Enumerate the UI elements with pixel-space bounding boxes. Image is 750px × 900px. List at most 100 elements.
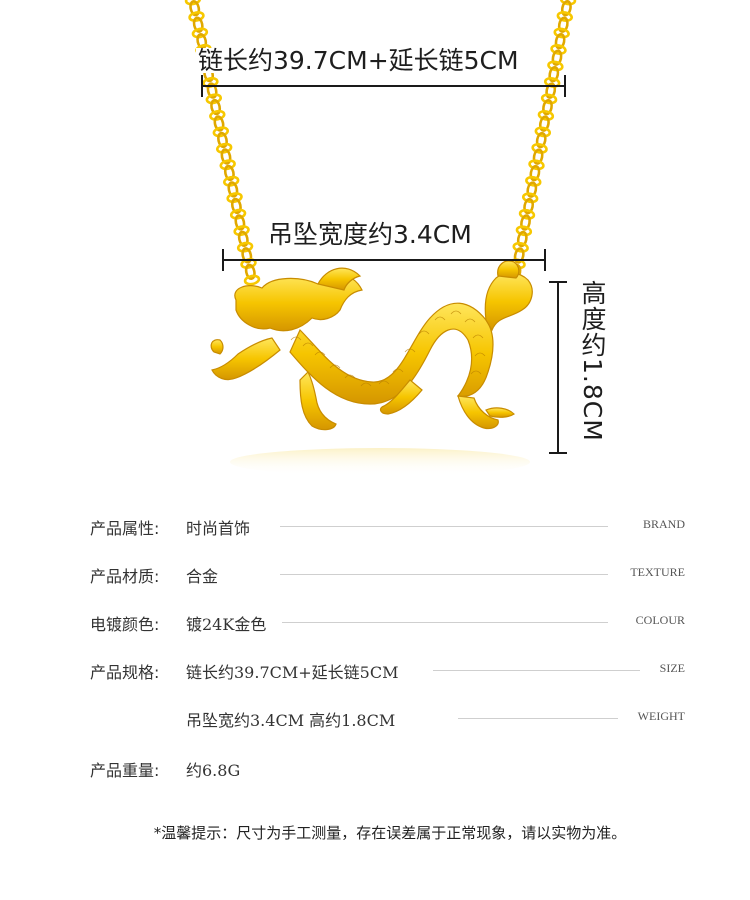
spec-label: 产品规格: [90, 663, 160, 682]
chain-link [520, 214, 531, 231]
spec-divider [282, 622, 608, 623]
chain-length-measure [201, 75, 566, 97]
spec-en-label: WEIGHT [637, 709, 685, 723]
chain-link [547, 60, 564, 72]
spec-value: 时尚首饰 [186, 519, 251, 538]
spec-row-material: 产品材质: 合金 TEXTURE [0, 559, 750, 589]
scale-mark [290, 336, 302, 341]
scale-mark [302, 342, 314, 347]
chain-link [512, 241, 529, 253]
chain-link [551, 49, 563, 66]
chain-link [184, 0, 202, 6]
chain-link [542, 98, 553, 116]
dragon-pendant [210, 260, 533, 431]
chain-link [244, 263, 256, 280]
scale-mark [378, 380, 390, 385]
spec-label: 产品属性: [90, 519, 160, 538]
spec-divider [433, 670, 640, 671]
spec-label: 产品材质: [90, 567, 160, 586]
chain-length-label: 链长约39.7CM+延长链5CM [196, 46, 521, 75]
scale-mark [470, 370, 482, 375]
scale-mark [360, 382, 372, 387]
chain-link [188, 11, 205, 22]
chain-link [531, 142, 548, 154]
chain-link [229, 208, 247, 220]
chain-link [545, 82, 557, 99]
chain-right [509, 0, 577, 281]
chain-link [223, 175, 240, 187]
scale-mark [418, 330, 430, 335]
chain-link [189, 0, 201, 17]
chain-link [212, 126, 229, 138]
measurement-notice: *温馨提示：尺寸为手工测量，存在误差属于正常现象，请以实物为准。 [153, 824, 627, 842]
chain-link [528, 159, 545, 171]
chain-link [230, 197, 242, 215]
chain-link [560, 0, 572, 17]
scale-mark [314, 351, 326, 356]
spec-value: 约6.8G [186, 761, 241, 780]
spec-label: 产品重量: [90, 761, 160, 780]
chain-left [184, 0, 261, 286]
spec-en-label: TEXTURE [630, 565, 685, 579]
chain-link [554, 32, 566, 50]
scale-mark [404, 348, 416, 353]
chain-link [518, 208, 536, 220]
spec-row-attribute: 产品属性: 时尚首饰 BRAND [0, 511, 750, 541]
spec-row-plating: 电镀颜色: 镀24K金色 COLOUR [0, 607, 750, 637]
chain-link [216, 142, 233, 154]
spec-label: 电镀颜色: [90, 615, 160, 634]
spec-en-label: BRAND [642, 517, 685, 531]
spec-en-label: SIZE [659, 661, 685, 675]
height-measure [549, 281, 567, 454]
scale-mark [329, 364, 341, 369]
chain-link [227, 181, 239, 198]
chain-link [219, 159, 236, 171]
scale-mark [450, 310, 462, 315]
chain-link [553, 27, 570, 39]
spec-row-pendant-size: 吊坠宽约3.4CM 高约1.8CM WEIGHT [0, 703, 750, 733]
chain-link [237, 230, 249, 247]
scale-mark [434, 316, 446, 321]
spec-value: 合金 [186, 567, 219, 586]
spec-value: 吊坠宽约3.4CM 高约1.8CM [186, 711, 396, 730]
chain-link [243, 274, 261, 286]
chain-link [513, 247, 525, 264]
chain-link [540, 93, 558, 105]
chain-link [556, 11, 574, 22]
chain-link [559, 0, 577, 6]
chain-link [526, 181, 538, 198]
chain-link [516, 230, 528, 248]
spec-en-label: COLOUR [635, 613, 685, 627]
chain-link [534, 126, 552, 138]
spec-divider [280, 574, 608, 575]
chain-link [209, 109, 226, 121]
chain-link [226, 192, 243, 204]
chain-link [532, 148, 544, 165]
spec-divider [280, 526, 608, 527]
scale-mark [392, 368, 404, 373]
chain-link [241, 247, 253, 264]
chain-link [234, 214, 246, 231]
dragon-scales [290, 310, 486, 387]
chain-link [205, 93, 222, 105]
chain-link [191, 27, 209, 39]
chain-link [217, 131, 228, 149]
chain-link [535, 131, 547, 149]
chain-link [515, 225, 533, 237]
scale-mark [474, 352, 486, 357]
chain-link [236, 241, 254, 253]
chain-link [548, 65, 560, 83]
product-image-area: 链长约39.7CM+延长链5CM 吊坠宽度约3.4CM 高度约1.8CM [184, 0, 607, 476]
pendant-width-label: 吊坠宽度约3.4CM [266, 220, 474, 249]
chain-link [192, 16, 204, 33]
chain-link [206, 82, 218, 99]
spec-row-size: 产品规格: 链长约39.7CM+延长链5CM SIZE [0, 655, 750, 685]
pendant-width-measure [222, 249, 546, 271]
spec-value: 镀24K金色 [186, 615, 267, 634]
chain-link [210, 98, 222, 116]
pendant-reflection [230, 448, 530, 476]
height-label: 高度约1.8CM [571, 278, 607, 444]
chain-link [220, 148, 232, 165]
scale-mark [464, 318, 476, 323]
necklace-illustration [184, 0, 577, 476]
